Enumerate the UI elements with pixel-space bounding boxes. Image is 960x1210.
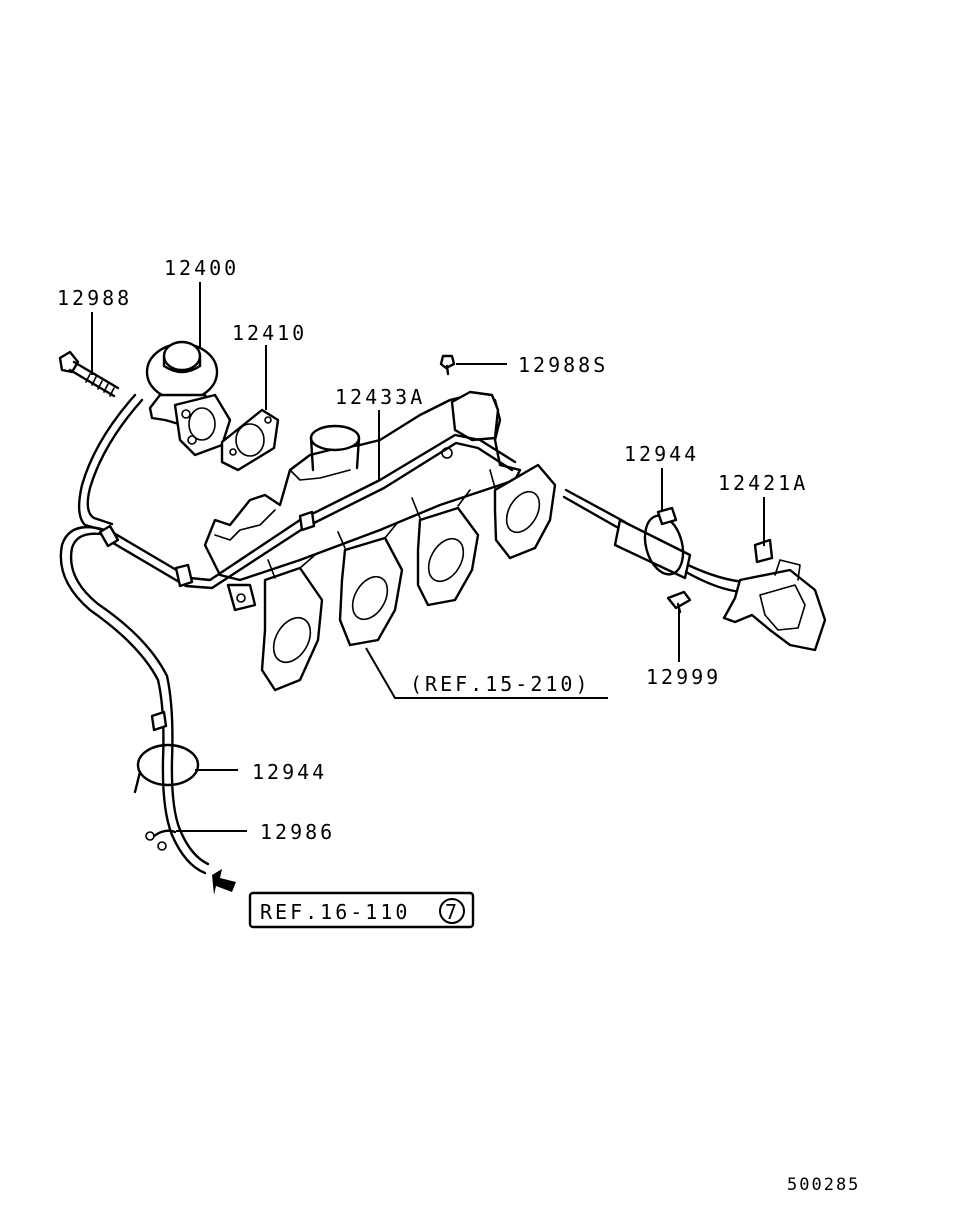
egr-valve-illustration — [145, 340, 232, 457]
small-bolt-illustration — [439, 354, 456, 376]
leader-lines — [91, 282, 765, 832]
solenoid-valve-illustration — [562, 488, 827, 652]
label-bolt-s: 12988S — [518, 353, 608, 377]
intake-manifold-illustration — [203, 390, 557, 692]
label-clamp-right: 12944 — [624, 442, 699, 466]
direction-arrow-icon — [212, 869, 236, 895]
vacuum-hose-illustration — [59, 393, 210, 875]
egr-pipe-illustration — [106, 433, 517, 590]
label-gasket: 12410 — [232, 321, 307, 345]
label-egr-valve: 12400 — [164, 256, 239, 280]
clamp-left-illustration — [133, 743, 200, 794]
manifold-reference[interactable]: (REF.15-210) — [410, 672, 591, 696]
bolt-illustration — [58, 350, 120, 398]
label-screw: 12999 — [646, 665, 721, 689]
diagram-code: 500285 — [787, 1175, 860, 1195]
label-solenoid: 12421A — [718, 471, 808, 495]
hose-reference-box[interactable]: REF.16-110 7 — [248, 891, 475, 929]
hose-reference-number: 7 — [445, 900, 457, 924]
label-clamp-left: 12944 — [252, 760, 327, 784]
gasket-illustration — [220, 408, 280, 472]
hose-reference-text: REF.16-110 — [260, 900, 410, 924]
label-clip: 12986 — [260, 820, 335, 844]
clip-illustration — [145, 829, 177, 851]
label-pipe: 12433A — [335, 385, 425, 409]
clamp-right-illustration — [643, 506, 685, 576]
label-bolt: 12988 — [57, 286, 132, 310]
